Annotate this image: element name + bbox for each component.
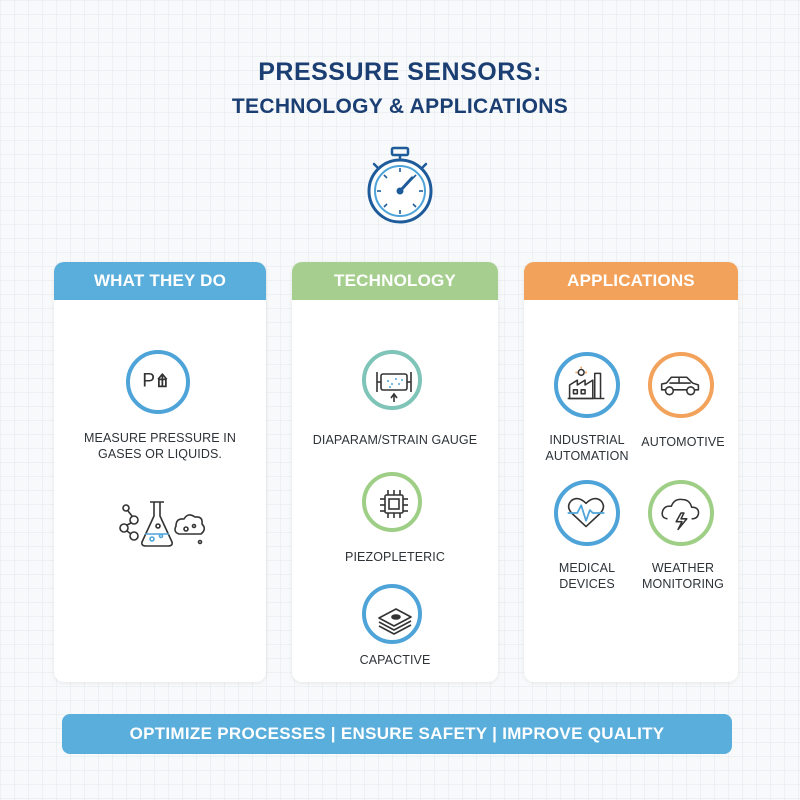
panel-header-what-they-do: WHAT THEY DO <box>54 262 266 300</box>
app-label-medical-line1: MEDICAL <box>558 561 616 575</box>
capacitor-plates-icon <box>362 584 422 644</box>
chip-icon <box>362 472 422 532</box>
description-line-1: MEASURE PRESSURE IN <box>84 431 236 445</box>
app-label-weather-line2: MONITORING <box>641 577 725 591</box>
heartbeat-icon <box>554 480 620 546</box>
app-label-industrial-line1: INDUSTRIAL <box>549 433 625 447</box>
panel-applications: APPLICATIONS INDUSTRIAL AUTOMATION <box>524 262 738 682</box>
app-label-industrial-line2: AUTOMATION <box>545 449 629 463</box>
app-label-weather: WEATHER MONITORING <box>628 560 738 592</box>
diaphragm-gauge-icon <box>362 350 422 410</box>
svg-text:P: P <box>142 370 155 391</box>
tech-label-piezo: PIEZOPLETERIC <box>345 550 445 564</box>
tech-label-diaphragm: DIAPARAM/STRAIN GAUGE <box>312 433 478 447</box>
app-label-medical: MEDICAL DEVICES <box>532 560 642 592</box>
pressure-up-icon: P <box>126 350 190 414</box>
panel-header-applications: APPLICATIONS <box>524 262 738 300</box>
what-they-do-description: MEASURE PRESSURE IN GASES OR LIQUIDS. <box>54 430 266 462</box>
panel-technology: TECHNOLOGY DIAPARAM/STRAIN GAUGE <box>292 262 498 682</box>
page-title: PRESSURE SENSORS: <box>258 58 542 86</box>
footer-banner: OPTIMIZE PROCESSES | ENSURE SAFETY | IMP… <box>62 714 732 754</box>
tech-label-capacitive: CAPACTIVE <box>359 653 431 667</box>
stopwatch-icon <box>367 146 433 224</box>
panel-header-technology: TECHNOLOGY <box>292 262 498 300</box>
factory-icon <box>554 352 620 418</box>
storm-cloud-icon <box>648 480 714 546</box>
lab-flask-icon <box>119 501 206 547</box>
app-label-automotive: AUTOMOTIVE <box>641 435 725 449</box>
app-label-medical-line2: DEVICES <box>559 577 615 591</box>
app-label-industrial: INDUSTRIAL AUTOMATION <box>532 432 642 464</box>
description-line-2: GASES OR LIQUIDS. <box>98 447 222 461</box>
panel-what-they-do: WHAT THEY DO P MEASURE PRESSURE IN GASES… <box>54 262 266 682</box>
app-label-weather-line1: WEATHER <box>651 561 715 575</box>
page-subtitle: TECHNOLOGY & APPLICATIONS <box>231 95 569 118</box>
car-icon <box>648 352 714 418</box>
